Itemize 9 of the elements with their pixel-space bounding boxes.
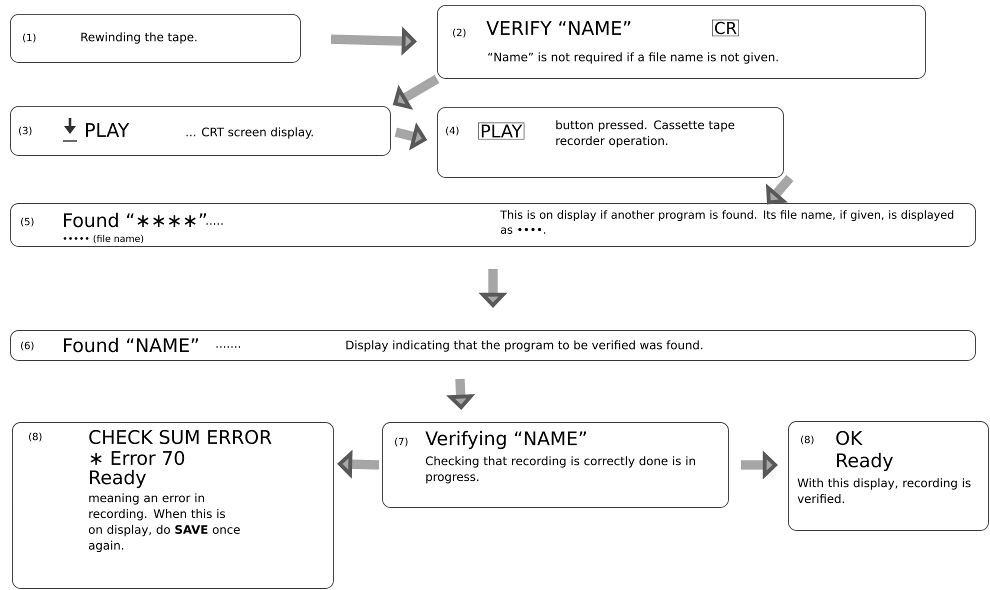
step-box: (8) CHECK SUM ERROR ∗ Error 70 Ready meaning an error in recording. When this is on display, do SAVE once again. [12, 422, 334, 589]
step-box: (1) Rewinding the tape. [10, 14, 301, 63]
step-box: (3) PLAY ... CRT screen display. [10, 106, 391, 156]
step-box: (7) Verifying “NAME” Checking that recording is correctly done is in progress. [382, 422, 729, 508]
step-box: (8) OK Ready With this display, recording is verified. [788, 421, 989, 531]
step-box: (2) VERIFY “NAME” CR “Name” is not required if a file name is not given. [437, 5, 926, 79]
step-box: (5) Found “∗∗∗∗”..... This is on display if another program is found. Its file name, if given, is displayed as ••••. ••••• (file name) [10, 203, 976, 247]
step-box: (6) Found “NAME” ....... Display indicating that the program to be verified was found. [10, 330, 976, 361]
step-box: (4) PLAY button pressed. Cassette tape recorder operation. [437, 107, 784, 178]
